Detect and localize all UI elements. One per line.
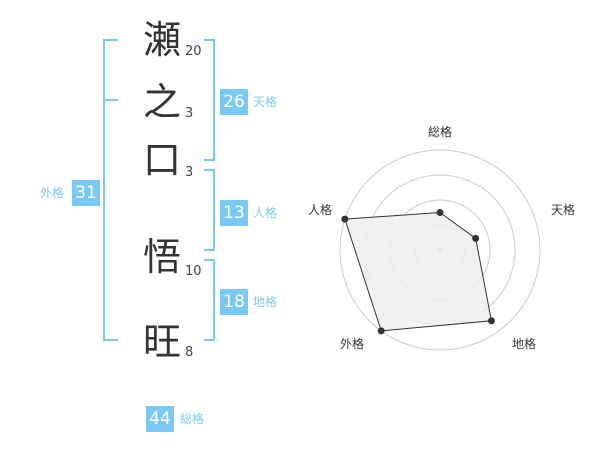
name-char-3: 口: [142, 138, 181, 182]
radar-point-5: [341, 215, 349, 223]
radar-ring-4: [339, 149, 541, 351]
chikaku-label: 地格: [253, 295, 278, 309]
stroke-count-2: 3: [185, 106, 194, 121]
radar-point-1: [436, 209, 444, 216]
gaikaku-label: 外格: [40, 186, 65, 200]
gaikaku-bracket: [103, 39, 118, 341]
chikaku-value-badge: 18: [220, 289, 248, 315]
radar-series-polygon: [344, 211, 493, 332]
tenkaku-label: 天格: [253, 95, 278, 109]
stroke-count-3: 3: [185, 165, 194, 180]
stroke-count-1: 20: [185, 44, 202, 59]
jinkaku-bracket: [204, 169, 215, 251]
stroke-count-5: 8: [185, 345, 194, 360]
radar-axis-label-jinkaku: 人格: [308, 203, 333, 217]
chikaku-bracket: [204, 259, 215, 341]
name-char-5: 旺: [142, 320, 181, 364]
jinkaku-value-badge: 13: [220, 200, 248, 226]
radar-axis-label-tenkaku: 天格: [551, 203, 576, 217]
soukaku-label: 総格: [180, 412, 205, 426]
radar-point-4: [377, 327, 385, 335]
soukaku-value-badge: 44: [146, 406, 174, 432]
jinkaku-label: 人格: [253, 206, 278, 220]
name-char-2: 之: [142, 80, 181, 124]
radar-axis-label-chikaku: 地格: [512, 337, 537, 351]
radar-axis-label-gaikaku: 外格: [340, 337, 365, 351]
name-char-1: 瀬: [142, 18, 181, 62]
stroke-count-4: 10: [185, 264, 202, 279]
tenkaku-bracket: [204, 39, 215, 161]
tenkaku-value-badge: 26: [220, 89, 248, 115]
radar-axis-label-souKaku: 総格: [428, 125, 453, 139]
radar-point-2: [472, 234, 480, 242]
radar-point-3: [487, 317, 495, 325]
name-char-4: 悟: [142, 235, 181, 279]
gaikaku-value-badge: 31: [72, 180, 100, 206]
